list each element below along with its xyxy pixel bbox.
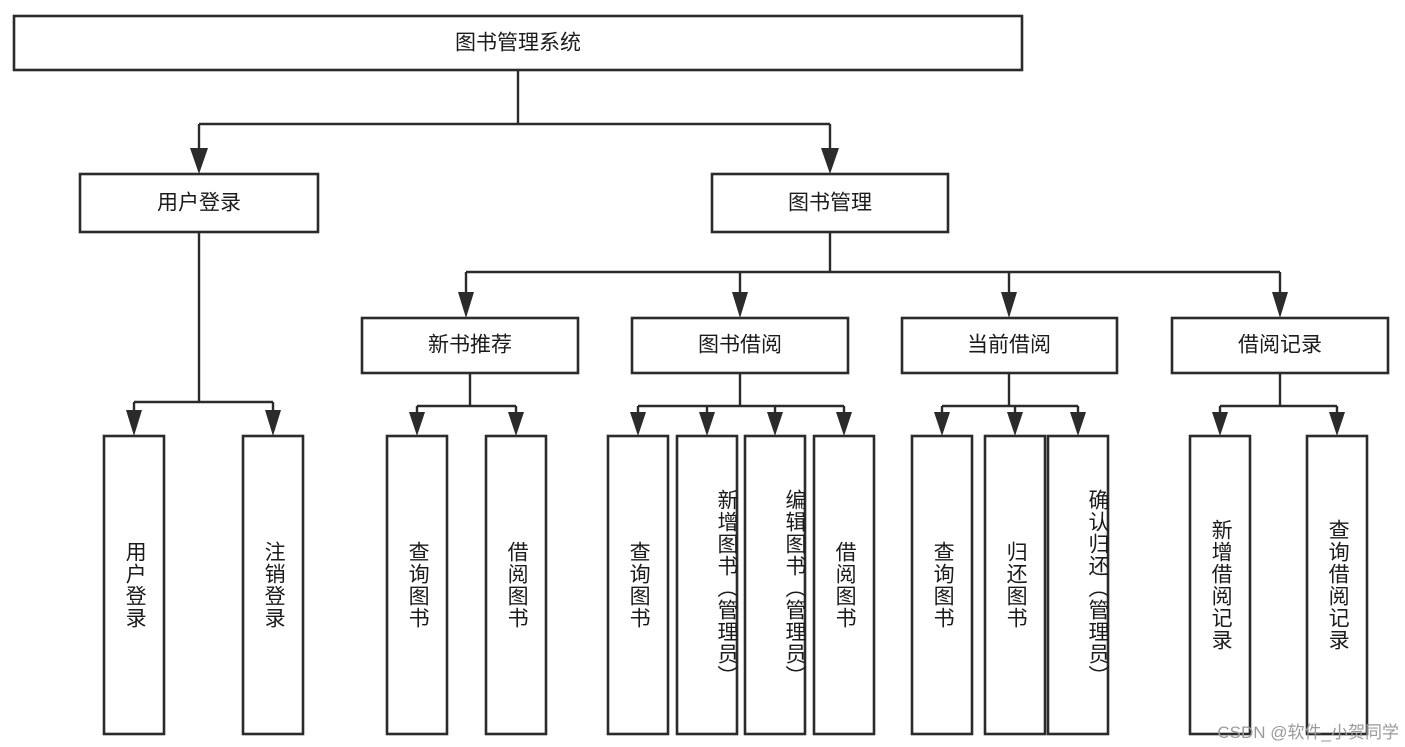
- nodes-layer: 图书管理系统 用户登录 图书管理 新书推荐 图书借阅 当前借阅 借阅记录: [12, 14, 1390, 736]
- arrow-to-new-book-recommend: [458, 292, 474, 318]
- arrow-to-leaf-return-book: [1007, 412, 1023, 436]
- arrow-to-book-management: [821, 148, 839, 174]
- node-label-borrow-record: 借阅记录: [1238, 334, 1322, 357]
- node-label-title: 图书管理系统: [455, 32, 581, 55]
- node-box-borrow-record[interactable]: [1170, 316, 1390, 375]
- arrow-to-book-borrow: [732, 292, 748, 318]
- node-box-new-book-recommend[interactable]: [360, 316, 580, 375]
- arrow-to-leaf-borrow-book-2: [836, 412, 852, 436]
- node-box-leaf-return-book[interactable]: [983, 434, 1047, 736]
- arrow-to-leaf-query-borrow-record: [1329, 412, 1345, 436]
- arrow-to-leaf-user-login: [126, 410, 142, 436]
- arrow-to-borrow-record: [1272, 292, 1288, 318]
- node-box-leaf-confirm-return[interactable]: [1046, 434, 1110, 736]
- arrow-to-leaf-add-borrow-record: [1212, 412, 1228, 436]
- node-box-leaf-query-book-3[interactable]: [910, 434, 974, 736]
- node-label-book-borrow: 图书借阅: [698, 334, 782, 357]
- node-box-book-management[interactable]: [710, 172, 950, 234]
- arrow-to-leaf-user-logout: [265, 410, 281, 436]
- arrow-to-user-login: [190, 148, 208, 174]
- arrow-to-leaf-edit-book: [767, 412, 783, 436]
- node-label-book-management: 图书管理: [788, 192, 872, 215]
- arrow-to-leaf-query-book-2: [630, 412, 646, 436]
- node-box-book-borrow[interactable]: [630, 316, 850, 375]
- node-box-leaf-add-borrow-record[interactable]: [1188, 434, 1252, 736]
- node-box-leaf-query-book-2[interactable]: [606, 434, 670, 736]
- connectors-layer: [126, 70, 1345, 436]
- arrow-to-current-borrow: [1001, 292, 1017, 318]
- node-box-leaf-add-book[interactable]: [675, 434, 739, 736]
- node-box-leaf-query-borrow-record[interactable]: [1305, 434, 1369, 736]
- node-box-leaf-user-login[interactable]: [102, 434, 166, 736]
- node-box-leaf-query-book-1[interactable]: [385, 434, 449, 736]
- arrow-to-leaf-query-book-1: [409, 412, 425, 436]
- node-box-leaf-edit-book[interactable]: [743, 434, 807, 736]
- arrow-to-leaf-borrow-book-1: [508, 412, 524, 436]
- node-box-leaf-user-logout[interactable]: [241, 434, 305, 736]
- node-label-new-book-recommend: 新书推荐: [428, 334, 512, 357]
- node-label-user-login: 用户登录: [157, 192, 241, 215]
- arrow-to-leaf-add-book: [699, 412, 715, 436]
- node-box-user-login[interactable]: [78, 172, 320, 234]
- node-label-current-borrow: 当前借阅: [967, 334, 1051, 357]
- node-box-leaf-borrow-book-2[interactable]: [812, 434, 876, 736]
- arrow-to-leaf-confirm-return: [1070, 412, 1086, 436]
- node-box-current-borrow[interactable]: [900, 316, 1119, 375]
- node-box-leaf-borrow-book-1[interactable]: [484, 434, 548, 736]
- node-box-title[interactable]: [12, 14, 1024, 72]
- arrow-to-leaf-query-book-3: [934, 412, 950, 436]
